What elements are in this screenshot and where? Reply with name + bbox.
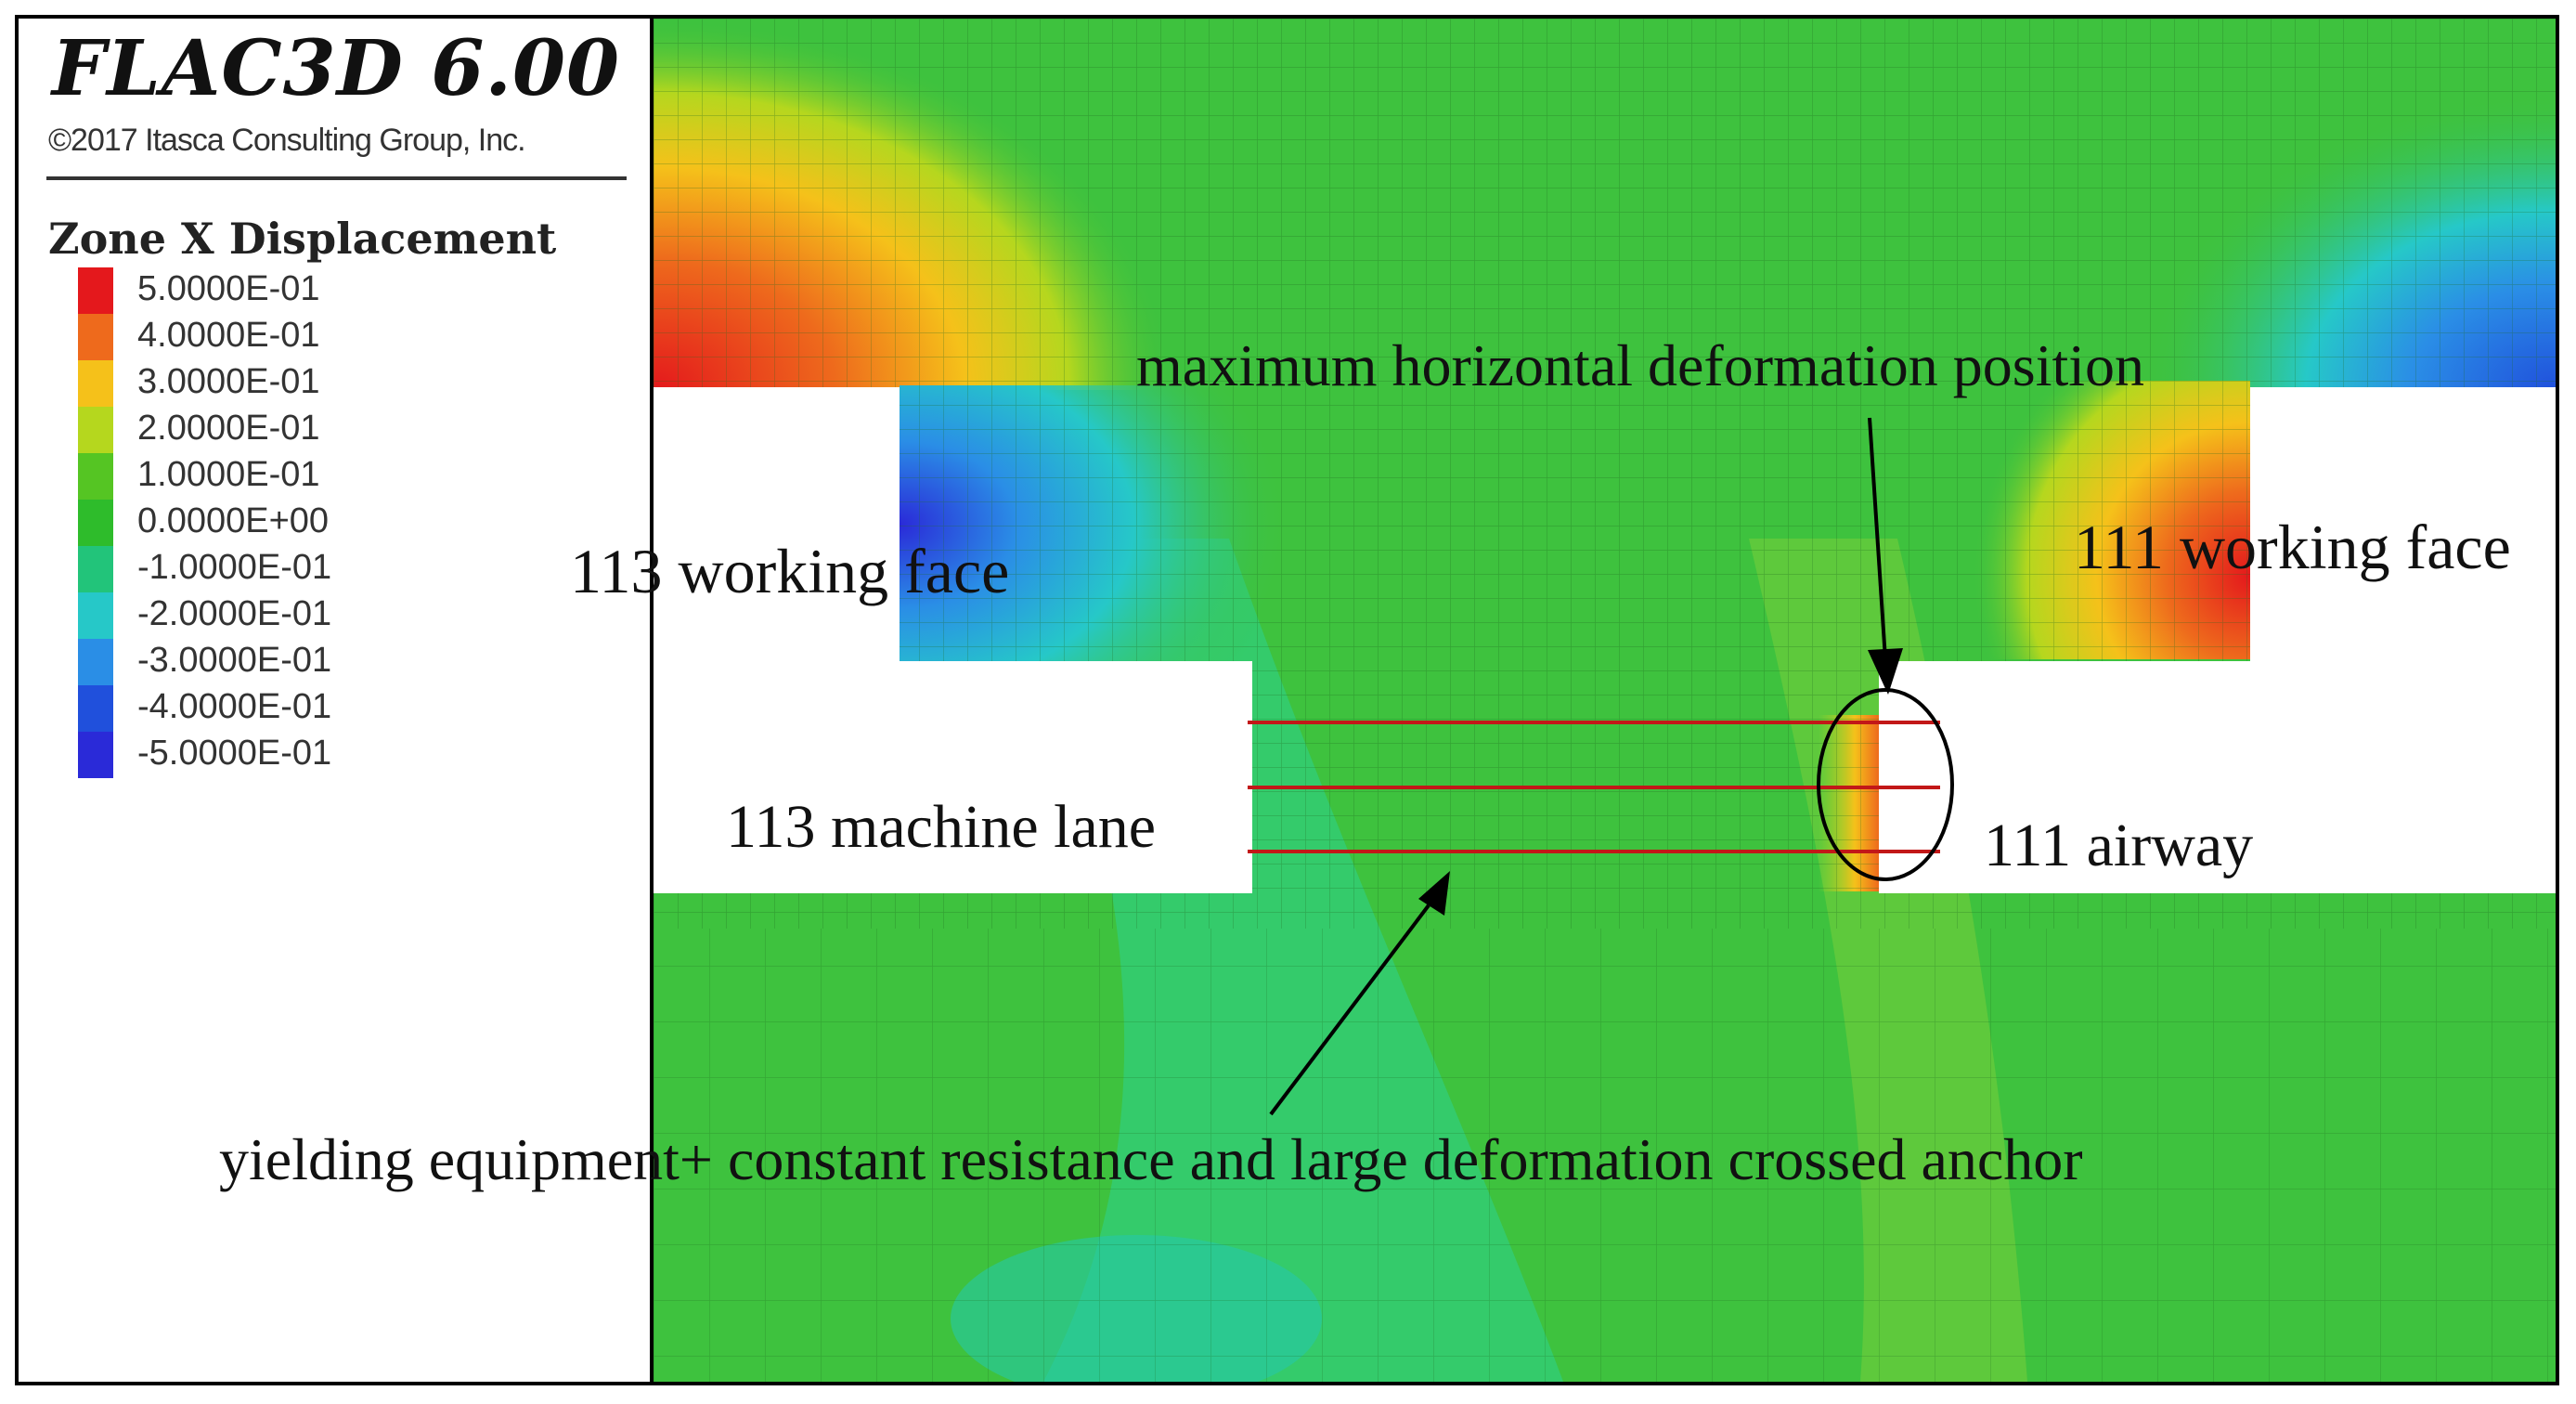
legend-label: -5.0000E-01 <box>137 734 332 773</box>
legend-label: 3.0000E-01 <box>137 362 320 401</box>
overlay-labels: 113 working face yielding equipment+ con… <box>219 536 2083 1192</box>
label-113-machine-lane: 113 machine lane <box>726 793 1156 861</box>
arrow-support-head <box>1418 871 1450 916</box>
max-deformation-ellipse <box>1817 688 1954 881</box>
copyright-text: ©2017 Itasca Consulting Group, Inc. <box>48 123 526 158</box>
overlay-label-113-working-face: 113 working face <box>570 536 1009 606</box>
legend-swatch <box>78 314 113 360</box>
legend-swatch <box>78 500 113 546</box>
legend-item: 2.0000E-01 <box>78 407 449 453</box>
label-max-deformation: maximum horizontal deformation position <box>1136 332 2144 398</box>
title-divider <box>46 176 627 180</box>
legend-item: -2.0000E-01 <box>78 592 449 639</box>
legend-label: 0.0000E+00 <box>137 501 330 540</box>
legend-item: -5.0000E-01 <box>78 732 449 778</box>
legend-list: 5.0000E-01 4.0000E-01 3.0000E-01 2.0000E-01… <box>78 267 449 778</box>
legend-swatch <box>78 639 113 685</box>
legend-panel: FLAC3D 6.00 ©2017 Itasca Consulting Grou… <box>19 19 654 1382</box>
legend-label: 1.0000E-01 <box>137 455 320 494</box>
legend-item: -1.0000E-01 <box>78 546 449 592</box>
legend-swatch <box>78 546 113 592</box>
legend-label: 4.0000E-01 <box>137 316 320 355</box>
legend-swatch <box>78 407 113 453</box>
contour-plot: maximum horizontal deformation position … <box>654 19 2556 1382</box>
arrow-max-deformation-shaft <box>1868 417 1887 660</box>
arrow-support-shaft <box>1269 904 1430 1116</box>
legend-swatch <box>78 592 113 639</box>
legend-swatch <box>78 360 113 407</box>
figure-frame: FLAC3D 6.00 ©2017 Itasca Consulting Grou… <box>15 15 2559 1385</box>
legend-item: 5.0000E-01 <box>78 267 449 314</box>
legend-item: 3.0000E-01 <box>78 360 449 407</box>
overlay-label-support: yielding equipment+ constant resistance … <box>219 1126 2083 1192</box>
legend-item: 4.0000E-01 <box>78 314 449 360</box>
label-111-airway: 111 airway <box>1984 812 2253 879</box>
legend-title: Zone X Displacement <box>48 214 557 264</box>
legend-item: 1.0000E-01 <box>78 453 449 500</box>
legend-label: -4.0000E-01 <box>137 687 332 726</box>
excavation-111-airway <box>1879 661 2556 893</box>
legend-swatch <box>78 267 113 314</box>
legend-label: 2.0000E-01 <box>137 409 320 448</box>
legend-item: 0.0000E+00 <box>78 500 449 546</box>
legend-label: 5.0000E-01 <box>137 269 320 308</box>
legend-label: -2.0000E-01 <box>137 594 332 633</box>
label-111-working-face: 111 working face <box>2074 512 2511 582</box>
app-title: FLAC3D 6.00 <box>51 24 621 113</box>
legend-swatch <box>78 453 113 500</box>
legend-item: -3.0000E-01 <box>78 639 449 685</box>
excavation-113-working-face <box>654 387 900 893</box>
legend-label: -3.0000E-01 <box>137 641 332 680</box>
legend-label: -1.0000E-01 <box>137 548 332 587</box>
excavation-111-working-face <box>2250 387 2556 666</box>
legend-swatch <box>78 732 113 778</box>
legend-item: -4.0000E-01 <box>78 685 449 732</box>
arrow-max-deformation-head <box>1868 648 1903 695</box>
mesh-coarse <box>654 929 2556 1382</box>
legend-swatch <box>78 685 113 732</box>
excavation-113-machine-lane <box>900 661 1252 893</box>
